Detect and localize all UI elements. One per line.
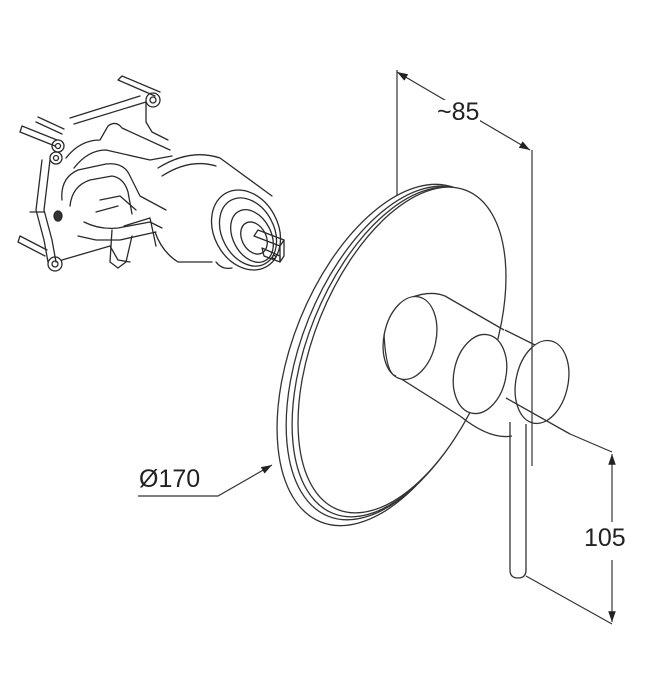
height-dimension-label: 105 <box>583 524 627 552</box>
diameter-dimension-label: Ø170 <box>139 465 201 493</box>
depth-dimension-label: ~85 <box>436 98 481 126</box>
escutcheon-assembly <box>276 183 571 579</box>
rough-in-valve-body <box>17 75 285 272</box>
dimension-lines <box>138 70 616 625</box>
